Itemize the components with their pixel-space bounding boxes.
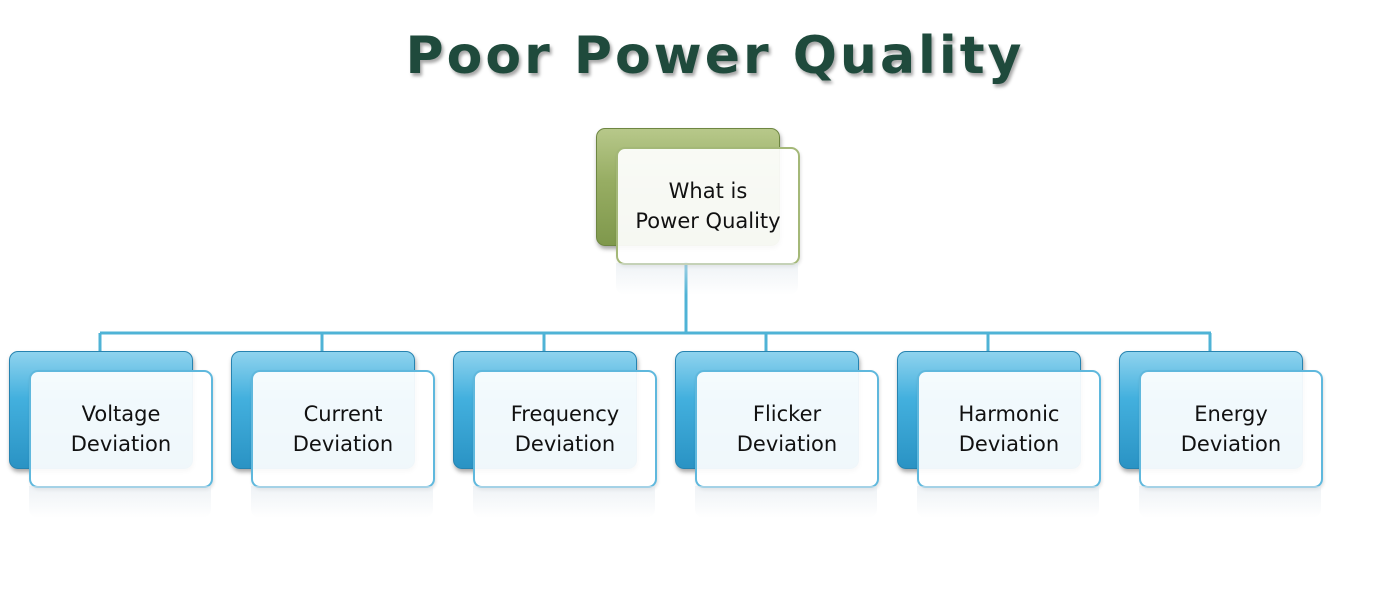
child-node-label-line1: Frequency	[510, 402, 620, 426]
child-node-label-line2: Deviation	[958, 432, 1060, 456]
child-node-reflection	[473, 486, 655, 518]
root-node-label-line1: What is	[668, 179, 748, 203]
child-node-reflection	[917, 486, 1099, 518]
child-node-label-line1: Voltage	[81, 402, 161, 426]
child-node-label-line1: Energy	[1194, 402, 1268, 426]
child-node-label-line2: Deviation	[514, 432, 616, 456]
child-node-label-line1: Flicker	[752, 402, 822, 426]
child-node-label-line1: Harmonic	[958, 402, 1060, 426]
child-node-reflection	[251, 486, 433, 518]
child-node-label-box: Current Deviation	[251, 370, 435, 488]
root-node-label-box: What is Power Quality	[616, 147, 800, 265]
child-node-label-line1: Current	[303, 402, 383, 426]
root-node-label-line2: Power Quality	[635, 209, 781, 233]
child-node-label-line2: Deviation	[70, 432, 172, 456]
child-node-label-box: Frequency Deviation	[473, 370, 657, 488]
child-node-label-box: Energy Deviation	[1139, 370, 1323, 488]
diagram-title: Poor Power Quality	[405, 26, 1025, 86]
child-node-label-box: Harmonic Deviation	[917, 370, 1101, 488]
child-node-reflection	[29, 486, 211, 518]
child-node-label-line2: Deviation	[1180, 432, 1282, 456]
child-node-label-line2: Deviation	[736, 432, 838, 456]
child-node-label-box: Flicker Deviation	[695, 370, 879, 488]
child-node-reflection	[695, 486, 877, 518]
child-node-label-line2: Deviation	[292, 432, 394, 456]
root-node-reflection	[616, 263, 798, 295]
child-node-label-box: Voltage Deviation	[29, 370, 213, 488]
child-node-reflection	[1139, 486, 1321, 518]
